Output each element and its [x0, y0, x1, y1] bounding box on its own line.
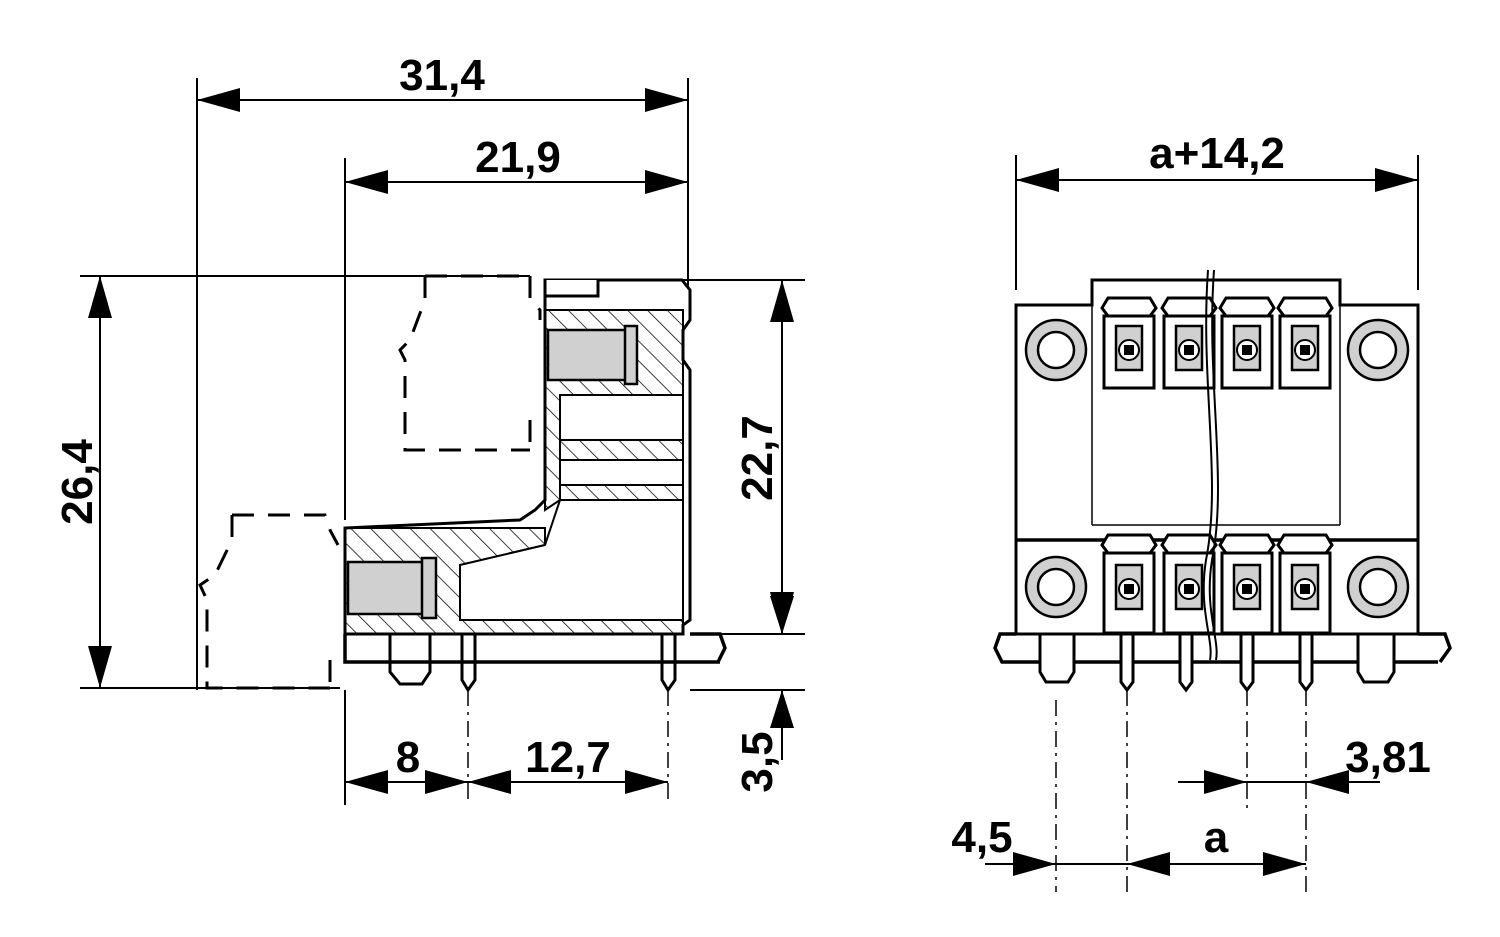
- mounting-holes: [1024, 318, 1410, 619]
- dim-span-label: a: [1204, 813, 1229, 862]
- dim-pin-offset-label: 8: [396, 733, 420, 782]
- dim-pin-pitch-side-label: 12,7: [525, 733, 611, 782]
- dim-total-width-label: a+14,2: [1149, 129, 1285, 178]
- dim-total-width: a+14,2: [1016, 129, 1418, 192]
- side-view: 31,4 21,9 26,4 22,7 3,5: [53, 51, 805, 805]
- pins-front: [1038, 632, 1396, 693]
- dim-pitch-label: 3,81: [1345, 733, 1431, 782]
- dim-body-width: 21,9: [345, 133, 688, 194]
- dim-body-height: 22,7: [733, 280, 794, 634]
- dim-overall-height: 26,4: [53, 276, 112, 688]
- dim-pin-pitch-side: 12,7: [468, 733, 668, 794]
- terminals-upper: [1100, 296, 1334, 390]
- plug-outline-upper: [398, 274, 542, 452]
- dim-body-width-label: 21,9: [475, 133, 561, 182]
- dim-pin-length: 3,5: [733, 590, 794, 793]
- dim-body-height-label: 22,7: [733, 415, 782, 501]
- dim-pin-offset: 8: [345, 733, 468, 794]
- dim-overall-width-label: 31,4: [399, 51, 485, 100]
- dim-pin-length-label: 3,5: [733, 731, 782, 792]
- dim-overall-width: 31,4: [197, 51, 688, 112]
- pcb-front: [993, 632, 1452, 664]
- pcb-side: [343, 632, 727, 664]
- front-view: a+14,2 3,81 4,5 a: [951, 129, 1452, 892]
- dim-overall-height-label: 26,4: [53, 439, 102, 525]
- connector-body-side: [343, 278, 692, 636]
- break-line: [1202, 269, 1219, 661]
- plug-outline-lower: [198, 513, 340, 690]
- dim-edge-offset-label: 4,5: [951, 813, 1012, 862]
- terminals-lower: [1100, 533, 1334, 635]
- dim-pitch: 3,81: [1178, 733, 1431, 794]
- dim-edge-offset: 4,5: [951, 813, 1170, 876]
- dim-span: a: [1127, 813, 1306, 876]
